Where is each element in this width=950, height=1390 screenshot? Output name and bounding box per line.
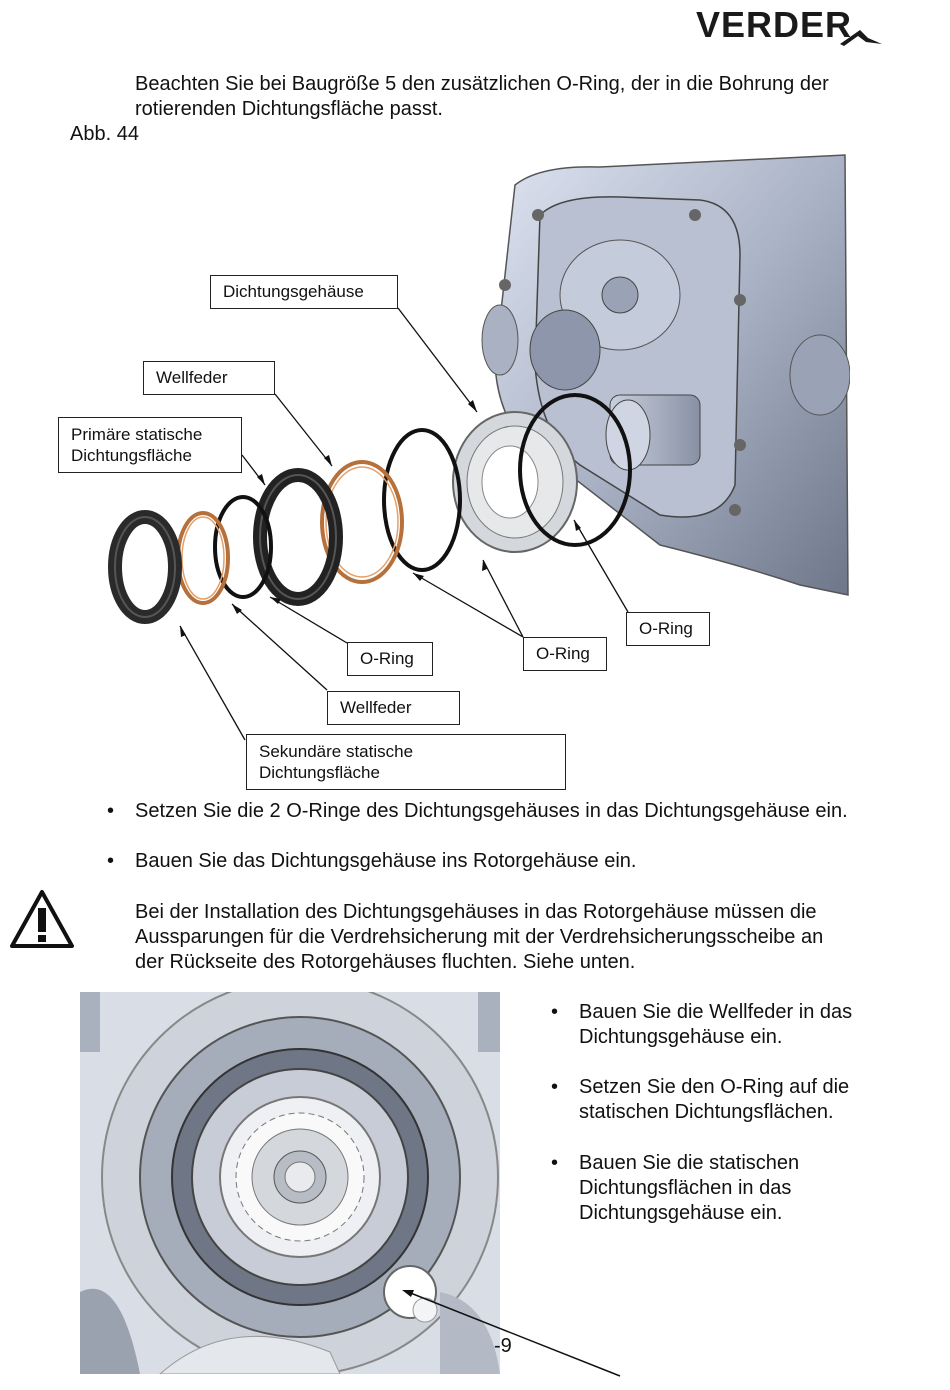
side-step-item: • Bauen Sie die statischen Dichtungsfläc…: [551, 1151, 800, 1226]
closeup-leader-line: [402, 1290, 621, 1377]
label-line-2: Dichtungsfläche: [71, 446, 192, 465]
side-step-line-1: Bauen Sie die Wellfeder in das: [579, 1001, 853, 1023]
seal-housing-closeup: [80, 992, 500, 1374]
bullet-icon: •: [107, 850, 115, 872]
bullet-icon: •: [107, 800, 115, 822]
leader-lines: [179, 307, 629, 741]
figure-caption: Abb. 44: [70, 123, 139, 145]
step-text: Setzen Sie die 2 O-Ringe des Dichtungsge…: [135, 800, 848, 822]
bullet-icon: •: [551, 1001, 559, 1023]
logo-text: VERDER: [696, 4, 853, 45]
exploded-seal-illustration: [108, 154, 850, 624]
side-step-item: • Setzen Sie den O-Ring auf die statisch…: [551, 1075, 850, 1125]
intro-line-1: Beachten Sie bei Baugröße 5 den zusätzli…: [135, 73, 829, 95]
intro-line-2: rotierenden Dichtungsfläche passt.: [135, 98, 443, 120]
label-sekundaere-dichtungsflaeche: Sekundäre statische Dichtungsfläche: [246, 734, 566, 790]
warning-icon: [10, 890, 74, 948]
warning-line-3: der Rückseite des Rotorgehäuses fluchten…: [135, 951, 636, 973]
side-step-line-1: Setzen Sie den O-Ring auf die: [579, 1076, 850, 1098]
label-text: O-Ring: [360, 649, 414, 668]
side-step-item: • Bauen Sie die Wellfeder in das Dichtun…: [551, 1000, 853, 1050]
step-item: • Bauen Sie das Dichtungsgehäuse ins Rot…: [107, 849, 637, 874]
warning-line-2: Aussparungen für die Verdrehsicherung mi…: [135, 926, 824, 948]
step-item: • Setzen Sie die 2 O-Ringe des Dichtungs…: [107, 799, 848, 824]
label-text: Dichtungsgehäuse: [223, 282, 364, 301]
logo-swoosh-icon: [840, 30, 882, 46]
side-step-line-2: Dichtungsflächen in das: [579, 1177, 792, 1199]
verder-logo: VERDER: [696, 4, 852, 46]
label-text: O-Ring: [639, 619, 693, 638]
page-number: -9: [494, 1335, 512, 1357]
label-line-1: Primäre statische: [71, 425, 203, 444]
side-step-line-3: Dichtungsgehäuse ein.: [579, 1202, 783, 1224]
side-step-line-2: statischen Dichtungsflächen.: [579, 1101, 834, 1123]
label-primaere-dichtungsflaeche: Primäre statische Dichtungsfläche: [58, 417, 242, 473]
side-step-line-1: Bauen Sie die statischen: [579, 1152, 800, 1174]
label-wellfeder-top: Wellfeder: [143, 361, 275, 395]
side-step-line-2: Dichtungsgehäuse ein.: [579, 1026, 783, 1048]
warning-line-1: Bei der Installation des Dichtungsgehäus…: [135, 901, 817, 923]
bullet-icon: •: [551, 1152, 559, 1174]
step-text: Bauen Sie das Dichtungsgehäuse ins Rotor…: [135, 850, 637, 872]
label-line-2: Dichtungsfläche: [259, 763, 380, 782]
label-oring-right: O-Ring: [626, 612, 710, 646]
bullet-icon: •: [551, 1076, 559, 1098]
label-oring-left: O-Ring: [347, 642, 433, 676]
label-text: Wellfeder: [156, 368, 228, 387]
label-dichtungsgehaeuse: Dichtungsgehäuse: [210, 275, 398, 309]
label-text: O-Ring: [536, 644, 590, 663]
label-wellfeder-bottom: Wellfeder: [327, 691, 460, 725]
label-text: Wellfeder: [340, 698, 412, 717]
label-oring-mid: O-Ring: [523, 637, 607, 671]
label-line-1: Sekundäre statische: [259, 742, 414, 761]
